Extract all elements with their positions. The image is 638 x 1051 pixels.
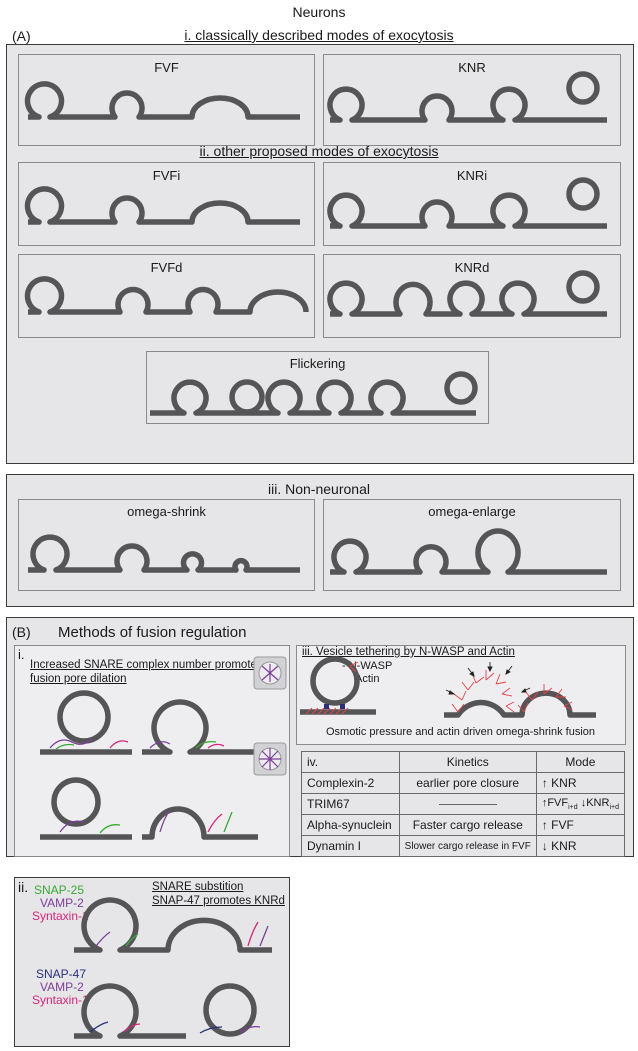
row-name: Complexin-2	[301, 772, 400, 794]
row-kinetics: earlier pore closure	[398, 772, 537, 794]
mode-up: FVF	[547, 796, 569, 809]
fvfi-box	[18, 162, 315, 246]
syntaxin1-label-2: Syntaxin-1	[32, 993, 89, 1007]
box-i-number: i.	[18, 647, 25, 662]
panel-b-title: Methods of fusion regulation	[58, 624, 247, 641]
omega-enlarge-box	[323, 499, 621, 591]
figure-title: Neurons	[292, 4, 346, 20]
syntaxin1-label: Syntaxin-1	[32, 909, 89, 923]
snap47-label: SNAP-47	[36, 967, 87, 981]
mode-down: KNR	[586, 796, 610, 809]
snare-inset-icons	[253, 656, 287, 776]
non-neuronal-title: iii. Non-neuronal	[268, 481, 370, 497]
vesicle-membranes	[24, 71, 607, 1039]
flickering-label: Flickering	[289, 356, 346, 371]
actin-label: Actin	[355, 673, 380, 685]
box-iii-caption: Osmotic pressure and actin driven omega-…	[326, 726, 596, 738]
panel-b-label: (B)	[12, 624, 31, 640]
mode-down-sub: i+d	[609, 804, 619, 812]
row-mode: ↓ KNR	[535, 835, 626, 857]
panel-a-label: (A)	[12, 28, 31, 44]
row-name: TRIM67	[301, 793, 400, 815]
box-i-title-1: Increased SNARE complex number promotes	[30, 659, 263, 671]
pressure-arrows	[445, 662, 531, 695]
snare-complexes	[49, 737, 269, 1034]
knr-label: KNR	[458, 60, 486, 75]
actin-meshwork	[305, 661, 573, 715]
fvf-label: FVF	[154, 60, 179, 75]
kinetics-header: Kinetics	[398, 751, 537, 773]
snap25-label: SNAP-25	[34, 883, 85, 897]
box-iv-table: iv. Kinetics Mode Complexin-2 earlier po…	[301, 751, 626, 857]
mode-up-sub: i+d	[568, 804, 578, 812]
knri-label: KNRi	[456, 168, 488, 183]
vamp2-label-2: VAMP-2	[40, 980, 84, 994]
snare-substitution-note: SNARE substition	[152, 881, 244, 893]
fvf-box	[18, 54, 315, 146]
fvfd-label: FVFd	[150, 260, 183, 275]
box-iii-title-text: iii. Vesicle tethering by N-WASP and Act…	[302, 646, 515, 658]
nwasp-markers	[324, 704, 345, 709]
omega-shrink-label: omega-shrink	[127, 504, 206, 519]
knrd-label: KNRd	[454, 260, 490, 275]
box-ii	[14, 877, 290, 1047]
section-ii-title: ii. other proposed modes of exocytosis	[199, 143, 439, 159]
vamp2-label: VAMP-2	[40, 896, 84, 910]
omega-enlarge-label: omega-enlarge	[428, 504, 516, 519]
row-name: Dynamin I	[301, 835, 400, 857]
row-mode: ↑FVFi+d ↓KNRi+d	[535, 793, 626, 815]
box-i-title-2: fusion pore dilation	[30, 673, 127, 685]
kinetics-dash	[438, 804, 497, 806]
box-iii-title: iii. Vesicle tethering by N-WASP and Act…	[302, 646, 515, 658]
section-i-title: i. classically described modes of exocyt…	[184, 27, 454, 43]
snap47-note: SNAP-47 promotes KNRd	[152, 895, 285, 907]
fvfi-label: FVFi	[152, 168, 181, 183]
box-ii-number: ii.	[18, 879, 29, 895]
